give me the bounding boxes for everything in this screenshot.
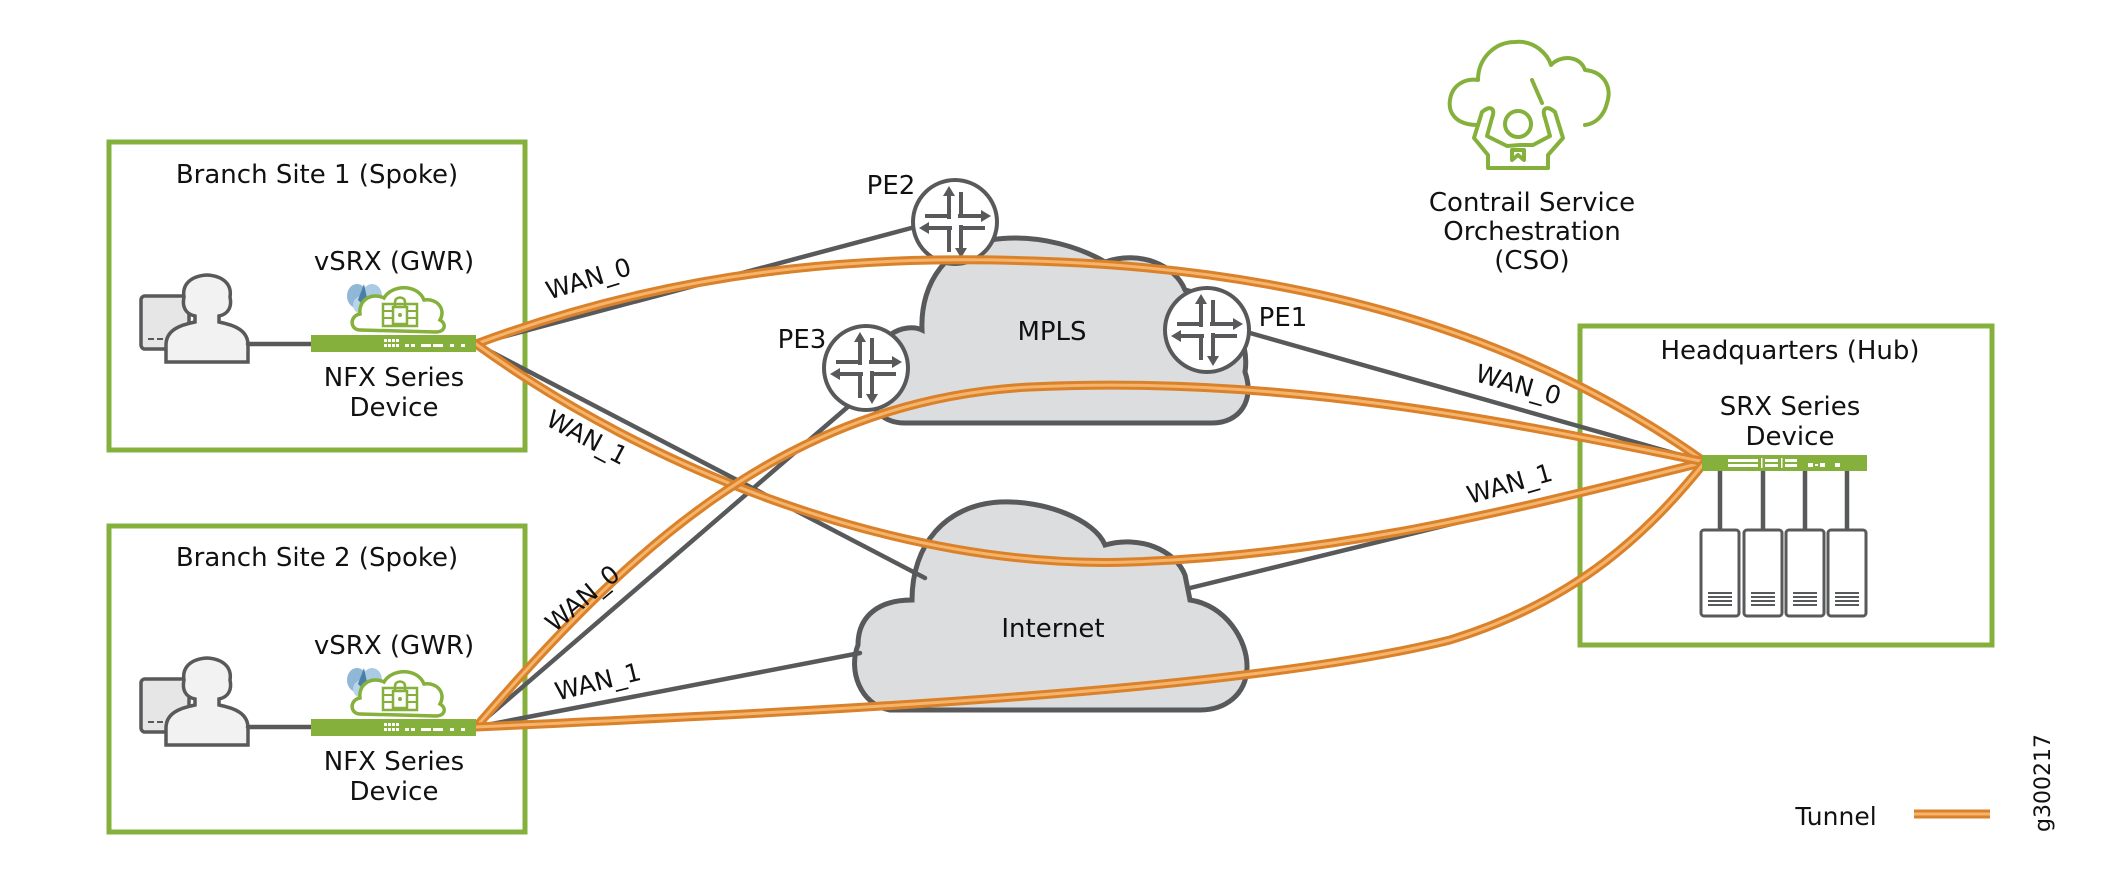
cso-label-line1: Contrail Service [1429,188,1635,218]
pe3-router-icon [822,324,910,412]
branch1-wan1-link [473,341,928,581]
internet-cloud [852,499,1250,713]
pe2-label: PE2 [867,171,916,201]
server-icon [1826,528,1868,618]
figure-id-label: g300217 [2031,734,2056,832]
headquarters-box [1577,323,1995,648]
branch2-wan1-link [473,650,863,730]
branch2-device-label-line1: NFX Series [324,747,464,777]
server-icon [1742,528,1784,618]
legend-tunnel-label: Tunnel [1794,802,1876,831]
branch-site-2-box [106,523,528,835]
branch2-vsrx-label: vSRX (GWR) [314,631,474,661]
branch1-device-label-line1: NFX Series [324,363,464,393]
branch2-nfx-device [311,719,476,736]
pe2-router-icon [911,178,999,266]
pe3-label: PE3 [778,325,827,355]
branch1-user-icon [139,273,250,364]
cso-cloud-orchestration-icon [1447,39,1611,170]
branch-site-1-box [106,139,528,453]
branch2-wan0-label: WAN_0 [540,559,626,637]
branch2-title: Branch Site 2 (Spoke) [176,543,458,573]
tunnels [471,255,1710,732]
hq-title: Headquarters (Hub) [1660,336,1919,366]
hq-wan0-link [1247,330,1708,465]
server-icon [1699,528,1741,618]
hq-servers [1699,528,1868,618]
cso-label-line2: Orchestration [1443,217,1621,247]
pe1-router-icon [1163,286,1251,374]
branch1-nfx-device [311,335,476,352]
server-icon [1784,528,1826,618]
branch2-device-label-line2: Device [350,777,439,807]
mpls-label: MPLS [1017,317,1086,347]
branch1-vsrx-label: vSRX (GWR) [314,247,474,277]
hq-device-label-line2: Device [1746,422,1835,452]
branch1-title: Branch Site 1 (Spoke) [176,160,458,190]
hq-wan0-label: WAN_0 [1472,359,1564,411]
hq-device-label-line1: SRX Series [1720,392,1861,422]
branch2-user-icon [139,656,250,747]
hq-server-links [1717,468,1850,533]
branch2-vsrx-icon [347,668,446,718]
branch1-vsrx-icon [347,284,446,334]
cso-label-line3: (CSO) [1494,246,1569,276]
hq-srx-device [1702,455,1867,471]
pe1-label: PE1 [1259,303,1308,333]
branch1-device-label-line2: Device [350,393,439,423]
internet-label: Internet [1001,614,1104,644]
